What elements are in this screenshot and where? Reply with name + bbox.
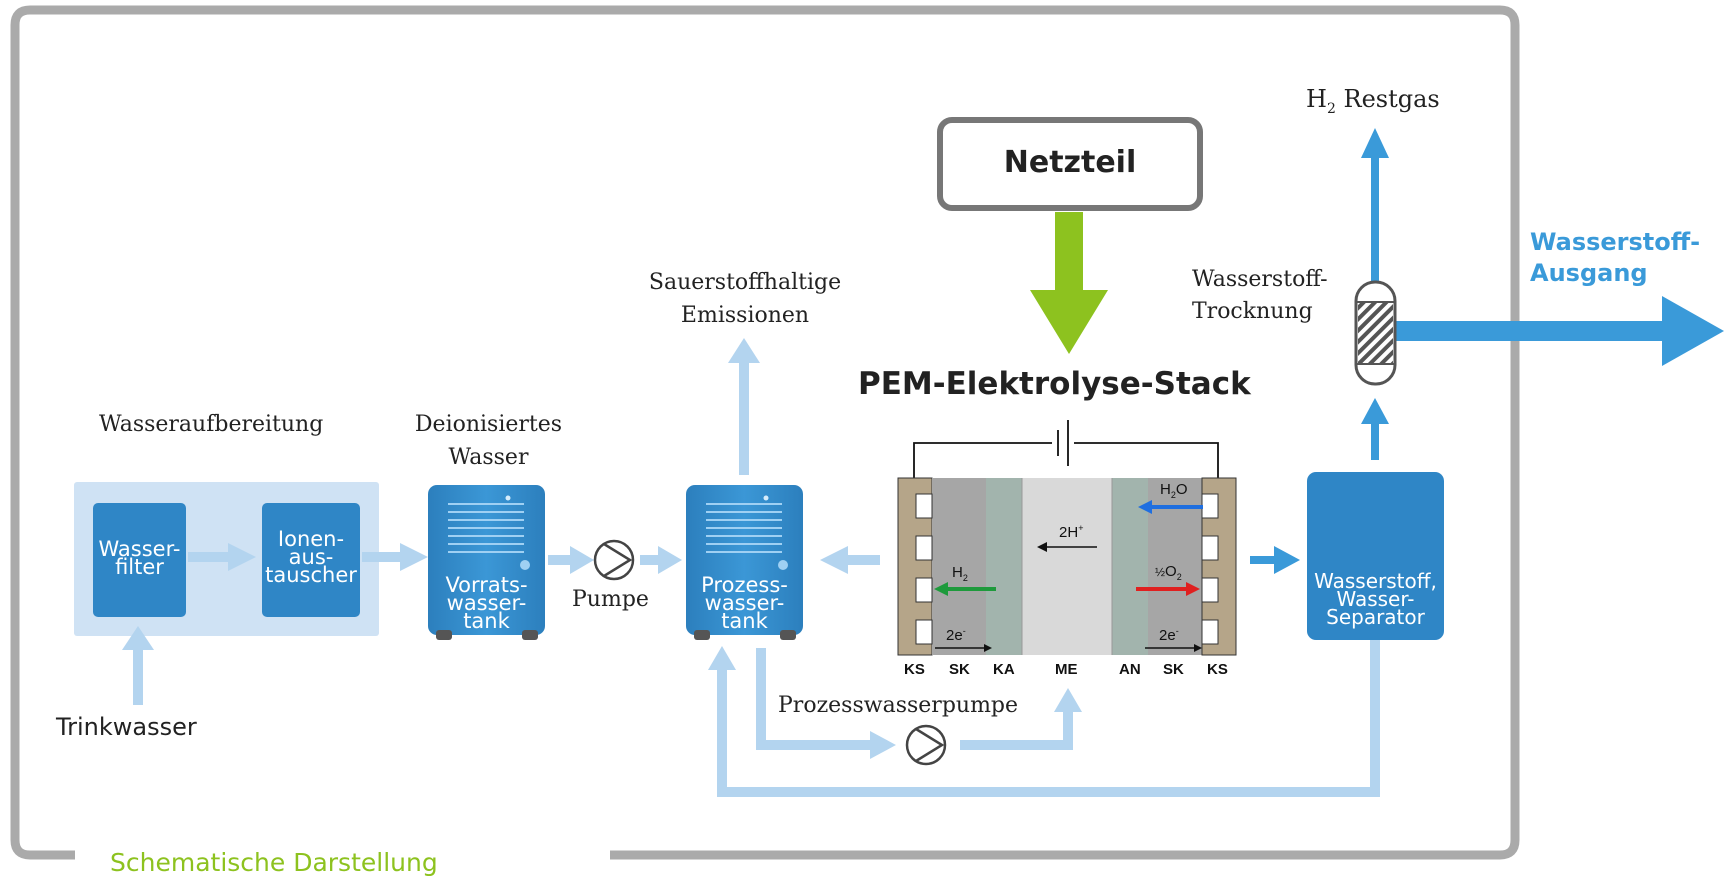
storage-tank-label: Vorrats- wasser- tank <box>445 573 528 633</box>
power-supply-box <box>937 117 1203 211</box>
oxygen-emissions-label-1: Sauerstoffhaltige <box>648 270 842 295</box>
layer-sk-right: SK <box>1163 661 1184 678</box>
electrons-right-sup: - <box>1175 626 1179 636</box>
proton-text: 2H <box>1059 524 1079 541</box>
layer-ks-left: KS <box>904 661 925 678</box>
electrons-left-text: 2e <box>946 627 963 644</box>
dark-pipes <box>1250 128 1724 574</box>
layer-ks-right: KS <box>1207 661 1228 678</box>
h2o-label: H2O <box>1160 481 1188 500</box>
o2-sub: 2 <box>1176 572 1182 582</box>
electrons-left-sup: - <box>962 626 966 636</box>
power-arrow <box>1030 212 1108 354</box>
storage-tank <box>428 485 545 640</box>
page-title: PEM-Elektrolyse-Stack <box>858 366 1251 402</box>
residual-gas-text: Restgas <box>1343 85 1440 113</box>
h2o-sub: 2 <box>1170 490 1176 500</box>
electrons-left-label: 2e- <box>946 626 966 644</box>
ion-exchanger-block <box>262 503 360 617</box>
stack-wiring <box>913 420 1219 478</box>
o2-label: ½O2 <box>1155 563 1182 582</box>
pump-label: Pumpe <box>572 587 649 612</box>
h2-sub: 2 <box>962 573 968 583</box>
layer-an: AN <box>1119 661 1141 678</box>
h2-label: H2 <box>952 564 968 583</box>
process-pump-icon <box>905 724 947 766</box>
proton-label: 2H+ <box>1059 523 1083 541</box>
layer-sk-left: SK <box>949 661 970 678</box>
h2-text: H <box>952 564 963 581</box>
deionized-label-2: Wasser <box>448 445 529 470</box>
separator-block <box>1307 472 1444 640</box>
hydrogen-output-label-1: Wasserstoff- <box>1530 228 1701 256</box>
drying-column <box>1354 280 1397 386</box>
drinking-water-label: Trinkwasser <box>56 713 197 741</box>
o2-text: O <box>1165 563 1177 580</box>
drying-label-1: Wasserstoff- <box>1192 267 1328 292</box>
oxygen-emissions-label-2: Emissionen <box>680 303 810 328</box>
power-supply-label: Netzteil <box>1003 145 1137 180</box>
light-arrowheads <box>122 338 1082 759</box>
hydrogen-output-label-2: Ausgang <box>1530 259 1648 287</box>
h2o-text: H <box>1160 481 1171 498</box>
proton-sup: + <box>1078 523 1084 533</box>
caption-patch <box>75 840 610 866</box>
drying-label-2: Trocknung <box>1192 299 1313 324</box>
water-filter-block <box>93 503 186 617</box>
process-tank-label: Prozess- wasser- tank <box>701 573 788 633</box>
process-tank <box>686 485 803 640</box>
h2o-tail: O <box>1175 481 1188 498</box>
pem-stack <box>897 477 1237 656</box>
deionized-label-1: Deionisiertes <box>414 412 563 437</box>
separator-label: Wasserstoff, Wasser- Separator <box>1314 569 1437 629</box>
ion-exchanger-label: Ionen- aus- tauscher <box>265 527 357 587</box>
layer-ka: KA <box>993 661 1015 678</box>
water-treatment-label: Wasseraufbereitung <box>99 412 324 437</box>
pump-icon <box>593 539 635 581</box>
process-pump-label: Prozesswasserpumpe <box>778 693 1019 718</box>
caption: Schematische Darstellung <box>110 848 438 877</box>
electrons-right-label: 2e- <box>1159 626 1179 644</box>
h2-symbol: H <box>1306 85 1327 113</box>
outer-frame <box>10 5 1520 860</box>
water-filter-label: Wasser- filter <box>98 537 181 579</box>
residual-gas-label: H2 Restgas <box>1306 85 1440 117</box>
h2-subscript: 2 <box>1326 100 1336 117</box>
electrons-right-text: 2e <box>1159 627 1176 644</box>
o2-frac: ½ <box>1155 565 1166 579</box>
layer-me: ME <box>1055 661 1078 678</box>
